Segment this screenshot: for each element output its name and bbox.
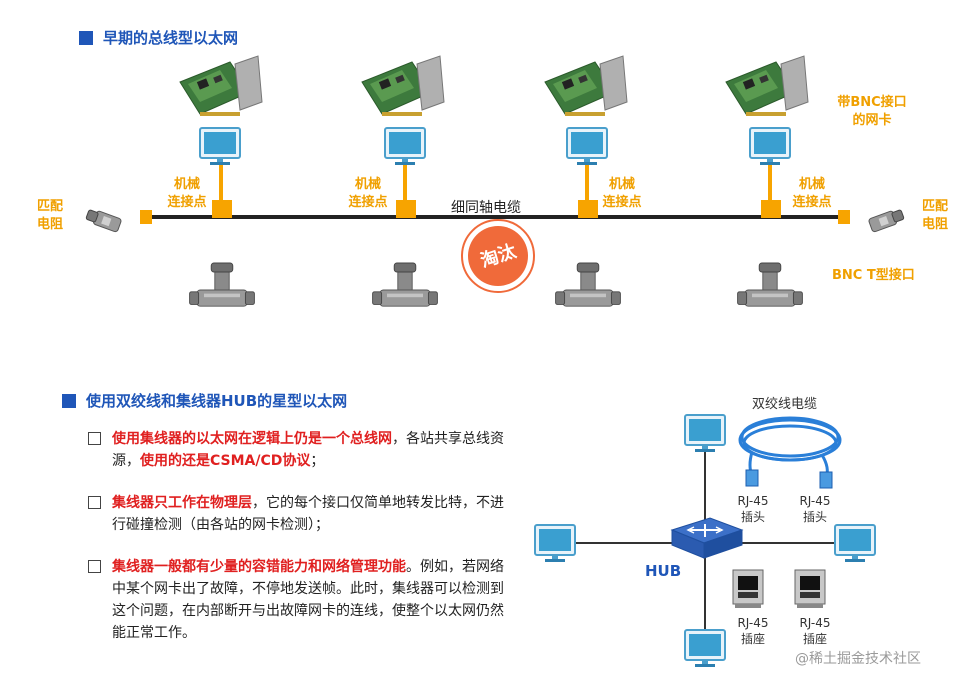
rj45-jack-left <box>732 569 764 609</box>
rj45-jack-right <box>794 569 826 609</box>
star-pc-top <box>684 414 726 453</box>
coax-cable-label: 细同轴电缆 <box>451 200 521 216</box>
star-pc-bottom <box>684 629 726 668</box>
title-square-icon <box>79 30 93 45</box>
terminator-right <box>867 207 906 233</box>
mech-label-1: 机械 连接点 <box>167 177 207 210</box>
twisted-pair-label: 双绞线电缆 <box>752 397 818 412</box>
terminator-left <box>84 207 123 233</box>
checkbox-icon <box>88 432 101 445</box>
twisted-pair-cable <box>738 416 842 479</box>
terminator-label-left: 匹配 电阻 <box>36 199 63 232</box>
watermark: @稀土掘金技术社区 <box>795 651 921 667</box>
station-1 <box>179 55 263 307</box>
mech-label-2: 机械 连接点 <box>348 177 388 210</box>
nic-label: 带BNC接口 的网卡 <box>837 95 907 128</box>
section2-title: 使用双绞线和集线器HUB的星型以太网 <box>62 390 347 411</box>
station-3 <box>544 55 628 307</box>
title-square-icon <box>62 393 76 408</box>
bullet-3: 集线器一般都有少量的容错能力和网络管理功能。例如，若网络中某个网卡出了故障，不停… <box>88 556 508 644</box>
hub-device <box>670 517 744 559</box>
rj45-plug-label-right: RJ-45 插头 <box>799 494 831 524</box>
terminator-joint-left <box>140 210 152 224</box>
star-pc-right <box>834 524 876 563</box>
hub-label: HUB <box>645 562 682 580</box>
mech-label-3: 机械 连接点 <box>602 177 642 210</box>
obsolete-stamp <box>461 219 535 293</box>
rj45-plug-left <box>745 469 759 487</box>
rj45-plug-right <box>819 471 833 489</box>
terminator-label-right: 匹配 电阻 <box>921 199 948 232</box>
rj45-jack-label-left: RJ-45 插座 <box>737 616 769 646</box>
bullet-1: 使用集线器的以太网在逻辑上仍是一个总线网，各站共享总线资源，使用的还是CSMA/… <box>88 428 508 472</box>
rj45-plug-label-left: RJ-45 插头 <box>737 494 769 524</box>
checkbox-icon <box>88 496 101 509</box>
rj45-jack-label-right: RJ-45 插座 <box>799 616 831 646</box>
mech-label-4: 机械 连接点 <box>792 177 832 210</box>
checkbox-icon <box>88 560 101 573</box>
station-4 <box>725 55 809 307</box>
star-pc-left <box>534 524 576 563</box>
station-2 <box>361 55 445 307</box>
bullet-2: 集线器只工作在物理层，它的每个接口仅简单地转发比特，不进行碰撞检测（由各站的网卡… <box>88 492 508 536</box>
terminator-joint-right <box>838 210 850 224</box>
t-connector-label: BNC T型接口 <box>832 268 915 283</box>
section1-title: 早期的总线型以太网 <box>79 27 238 48</box>
